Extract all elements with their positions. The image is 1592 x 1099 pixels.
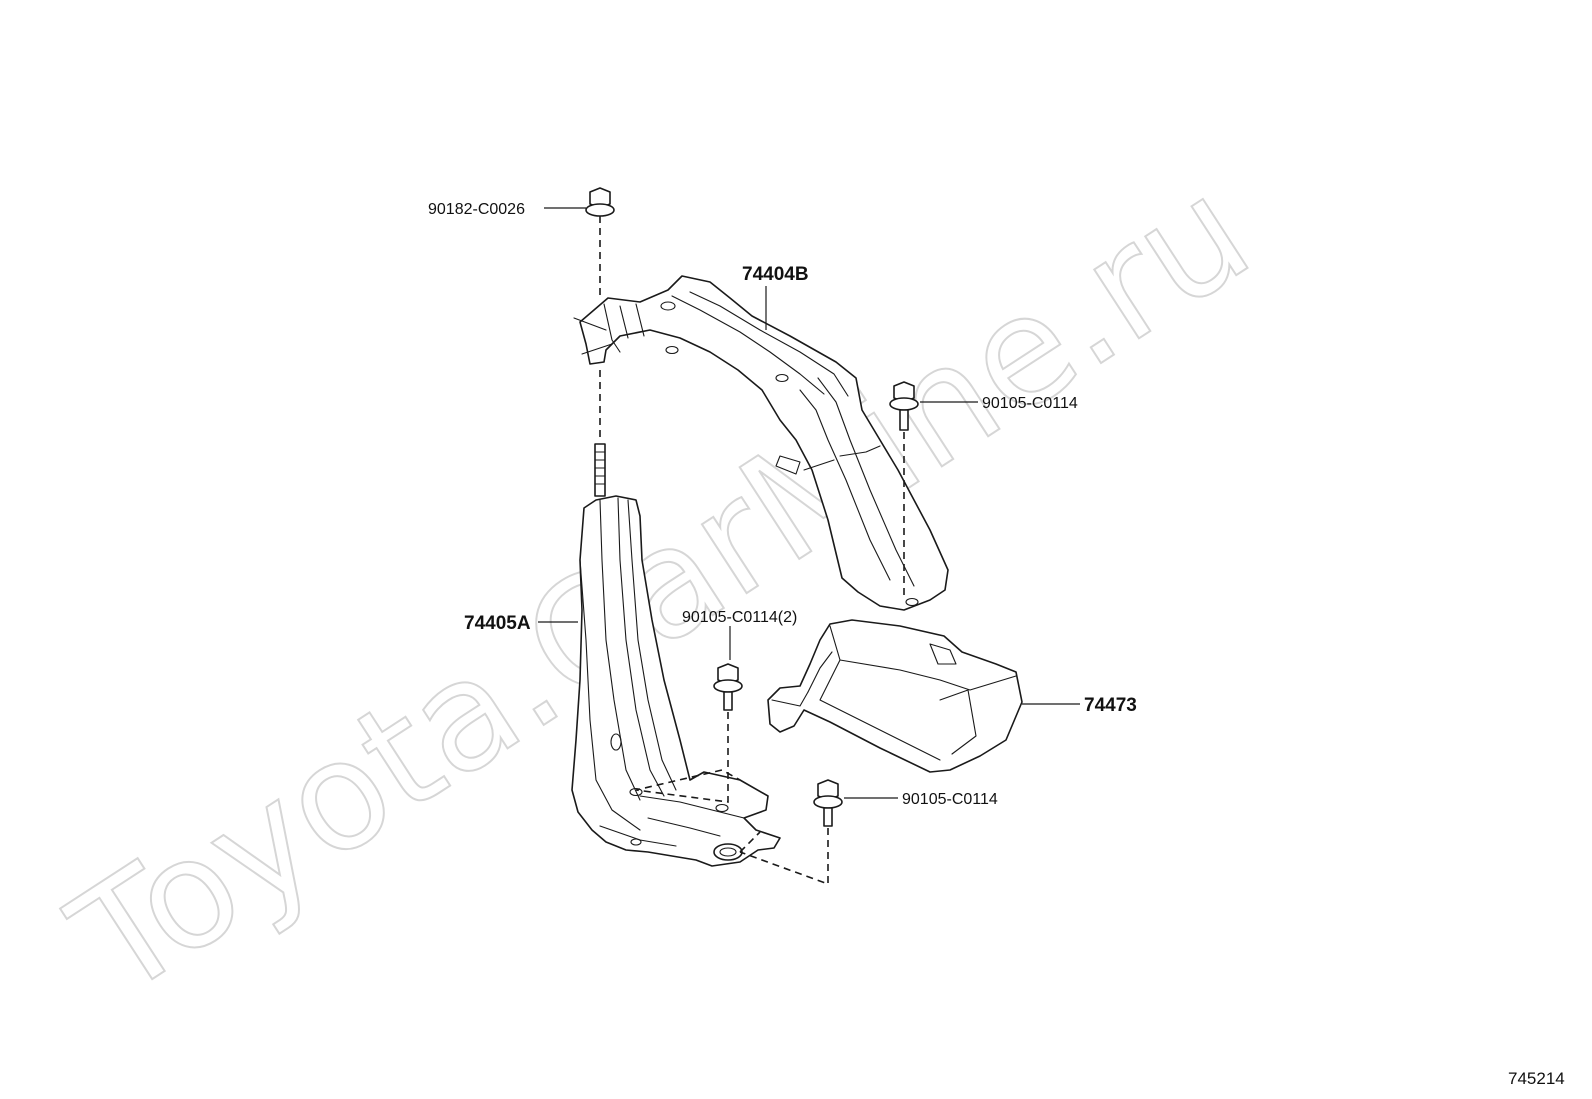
label-lower-bracket: 74405A	[464, 613, 531, 634]
nut-90182-c0026[interactable]	[585, 187, 615, 217]
label-bolt-center: 90105-C0114(2)	[682, 609, 797, 626]
bolt-right-upper[interactable]	[889, 381, 919, 431]
label-bolt-right-upper: 90105-C0114	[982, 395, 1078, 412]
label-cover: 74473	[1084, 695, 1137, 716]
leader-lines	[538, 207, 1080, 799]
figure-number: 745214	[1508, 1069, 1565, 1088]
lower-bracket-74405a[interactable]	[571, 495, 781, 867]
label-bolt-bottom: 90105-C0114	[902, 791, 998, 808]
stud	[594, 443, 606, 497]
watermark-text: Toyota.CarMine.ru	[44, 145, 1279, 1031]
label-upper-bracket: 74404B	[742, 264, 809, 285]
upper-bracket-74404b[interactable]	[573, 275, 949, 611]
bolt-bottom[interactable]	[813, 779, 843, 827]
label-nut-top: 90182-C0026	[428, 201, 525, 218]
cover-74473[interactable]	[767, 619, 1023, 773]
assembly-lines	[599, 216, 905, 886]
bolt-center[interactable]	[713, 663, 743, 711]
